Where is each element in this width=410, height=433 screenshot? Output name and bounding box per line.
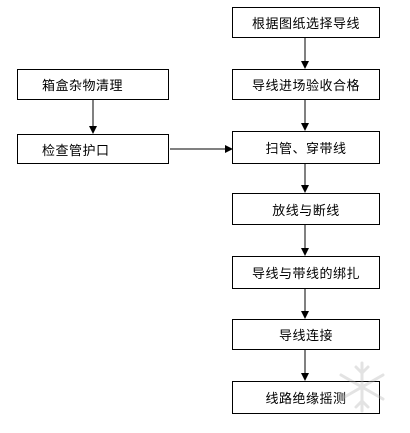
step-wire-connection: 导线连接 bbox=[232, 319, 380, 350]
step-pay-out-and-cut-wire: 放线与断线 bbox=[232, 193, 380, 225]
step-select-wire: 根据图纸选择导线 bbox=[232, 7, 380, 38]
step-bind-wire-to-pull-line: 导线与带线的绑扎 bbox=[232, 256, 380, 289]
side-step-box-cleanup: 箱盒杂物清理 bbox=[17, 69, 169, 100]
side-step-check-conduit-mouth: 检查管护口 bbox=[17, 134, 169, 164]
snowflake-logo-icon bbox=[339, 361, 385, 413]
step-insulation-test: 线路绝缘摇测 bbox=[232, 381, 380, 414]
step-sweep-conduit-pull-line: 扫管、穿带线 bbox=[232, 131, 380, 164]
step-wire-acceptance: 导线进场验收合格 bbox=[232, 69, 380, 100]
